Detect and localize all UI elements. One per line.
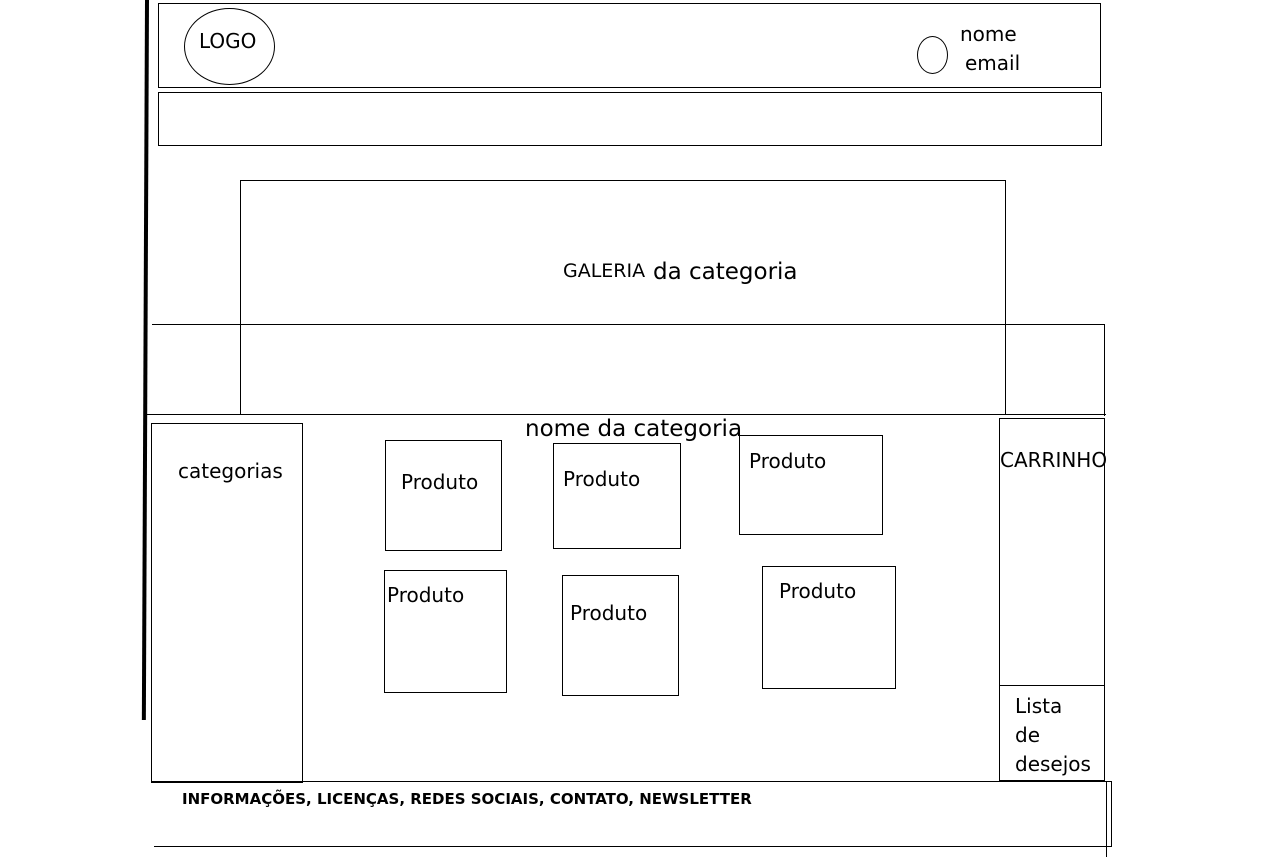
product-label: Produto (563, 467, 641, 491)
product-label: Produto (779, 579, 857, 603)
wishlist-line-2: de (1015, 723, 1040, 747)
product-card[interactable] (739, 435, 883, 535)
product-label: Produto (387, 583, 465, 607)
product-label: Produto (749, 449, 827, 473)
footer-text: INFORMAÇÕES, LICENÇAS, REDES SOCIAIS, CO… (182, 790, 752, 808)
cart-label: CARRINHO (1000, 448, 1108, 472)
nav-bar (158, 92, 1102, 146)
product-card[interactable] (384, 570, 507, 693)
footer-right-edge (1111, 781, 1112, 847)
user-name: nome (960, 22, 1017, 46)
left-border-stroke (141, 0, 149, 721)
product-label: Produto (570, 601, 648, 625)
gallery-bottom-line (146, 414, 1106, 415)
categories-title[interactable]: categorias (178, 459, 283, 483)
footer-right-edge-inner (1106, 781, 1107, 857)
gallery-title-part2: da categoria (653, 259, 798, 285)
logo[interactable] (184, 8, 275, 85)
categories-sidebar (151, 423, 303, 783)
gallery-divider (152, 324, 1104, 325)
category-title: nome da categoria (525, 416, 743, 442)
footer-top-line (152, 781, 1111, 782)
wishlist-panel[interactable] (999, 685, 1105, 781)
category-gallery[interactable] (240, 180, 1006, 415)
product-card[interactable] (553, 443, 681, 549)
user-email: email (965, 51, 1021, 75)
product-card[interactable] (562, 575, 679, 696)
right-edge-upper (1104, 324, 1105, 416)
logo-label: LOGO (199, 29, 257, 53)
product-label: Produto (401, 470, 479, 494)
wishlist-line-1: Lista (1015, 694, 1063, 718)
footer-bottom-line (154, 846, 1112, 847)
cart-panel[interactable] (999, 418, 1105, 686)
wishlist-line-3: desejos (1015, 752, 1091, 776)
gallery-title-part1: GALERIA (563, 260, 646, 282)
header (158, 3, 1101, 88)
avatar-icon[interactable] (917, 36, 948, 74)
product-card[interactable] (762, 566, 896, 689)
product-card[interactable] (385, 440, 502, 551)
